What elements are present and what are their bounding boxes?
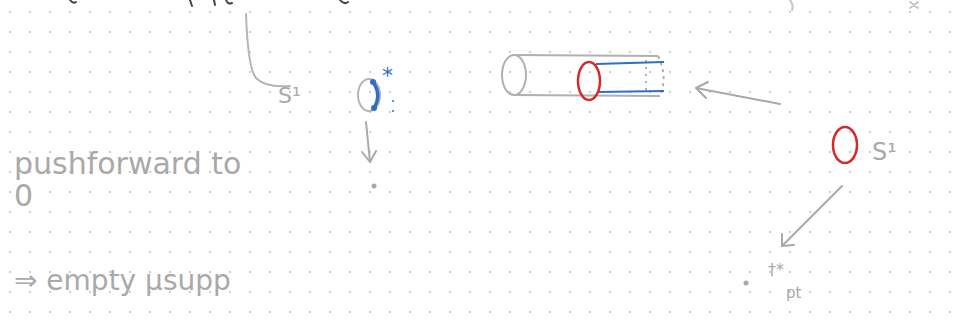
red-circle [833, 127, 857, 163]
space-label: S¹ [278, 84, 301, 107]
sheaf-mark: †* [768, 262, 784, 279]
blue-line [598, 91, 664, 92]
cylinder [502, 55, 664, 96]
arrow-head [362, 151, 376, 162]
blue-arc [373, 82, 378, 108]
note-text: pushforward to 0 [14, 148, 254, 211]
space-label: S¹ [872, 140, 897, 165]
arc-end [370, 79, 376, 85]
note-text: ⇒ empty μsupp [14, 266, 231, 295]
point [744, 281, 749, 286]
basepoint-mark: * [382, 64, 393, 87]
map-arrow [782, 186, 842, 246]
grey-scribble [790, 0, 918, 10]
arc-end [371, 105, 377, 111]
leader-curve [246, 14, 290, 86]
down-arrow [366, 122, 370, 162]
point [372, 184, 377, 189]
circle-s1 [358, 79, 380, 111]
red-circle [578, 62, 600, 100]
top-scribble [70, 0, 348, 6]
arrow-head [696, 82, 708, 98]
point-label: pt [786, 286, 801, 302]
arrow-head [782, 234, 794, 246]
blue-dots [392, 100, 394, 114]
inclusion-arrow [696, 88, 780, 104]
blue-line [596, 62, 664, 64]
